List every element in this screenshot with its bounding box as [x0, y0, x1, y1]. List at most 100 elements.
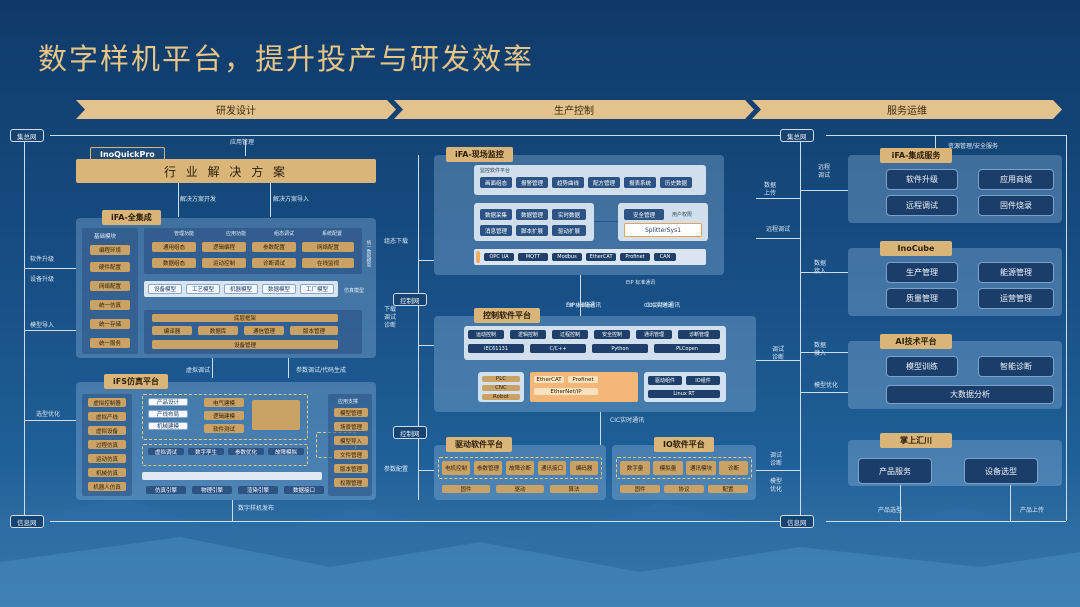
- mid-arrow-2: [418, 345, 434, 346]
- io-platform-tab: IO软件平台: [654, 437, 714, 452]
- monitor-bus-0: OPC UA: [484, 253, 514, 261]
- drive-platform-tab: 驱动软件平台: [446, 437, 512, 452]
- ifs-right-0: 模型管理: [334, 408, 368, 417]
- control-platform-panel: 控制软件平台 EIP 标准通讯 CIC实时通讯 运动控制 逻辑控制 过程控制 安…: [434, 303, 756, 412]
- ifa-left-item-0: 基础模块: [94, 234, 117, 240]
- ifa-bottom-2: 通信管理: [244, 326, 284, 335]
- ifa-bottom-3: 版本管理: [290, 326, 338, 335]
- control-row1-1: 逻辑控制: [510, 330, 546, 339]
- right-debug-diag: 调试 诊断: [772, 346, 785, 361]
- monitor-bus-2: Modbus: [552, 253, 582, 261]
- mid-eip: EIP 标准通讯: [566, 302, 602, 309]
- mid-arrow-1: [418, 260, 434, 261]
- right-model-opt-2: 模型 优化: [770, 478, 783, 493]
- inocube-energy-mgmt: 能源管理: [978, 262, 1054, 283]
- mid-config-download: 组态下载: [384, 238, 409, 245]
- ifa-monitor-tab: iFA-现场监控: [446, 147, 513, 162]
- monitor-row2b-1: 脚本扩展: [516, 225, 548, 236]
- ifs-right-header: 应用支撑: [338, 399, 359, 405]
- monitor-row2a-2: 实时数据: [552, 209, 586, 220]
- right-arrow-1: [756, 198, 800, 199]
- io-item-1: 模拟量: [653, 461, 683, 475]
- ifs-right-3: 文件管理: [334, 450, 368, 459]
- control-row2-2: Python: [592, 344, 648, 353]
- ifs-left-item-0: 虚拟控制器: [88, 398, 126, 407]
- control-lower-a-2: Robot: [482, 394, 520, 400]
- label-model-import: 模型导入: [30, 322, 55, 329]
- ifs-sim-dashed: [142, 444, 308, 466]
- ai-smart-diagnosis: 智能诊断: [978, 356, 1054, 377]
- ai-platform-panel: AI技术平台 模型训练 智能诊断 大数据分析: [848, 334, 1062, 409]
- ai-big-data-analysis: 大数据分析: [886, 385, 1054, 404]
- handheld-tab: 掌上汇川: [880, 433, 952, 448]
- right-arrow-9: [935, 135, 936, 149]
- label-selection-opt: 选型优化: [36, 411, 61, 418]
- ifa-left-item-2: 硬件配置: [90, 262, 130, 272]
- inocube-panel: InoCube 生产管理 能源管理 质量管理 运营管理: [848, 241, 1062, 316]
- monitor-row2a-1: 数据管理: [516, 209, 548, 220]
- control-lower-a-0: PLC: [482, 376, 520, 382]
- inocube-production-mgmt: 生产管理: [886, 262, 958, 283]
- right-remote-ops: 远程调试: [766, 226, 791, 233]
- drive-bottom-1: 驱动: [496, 485, 544, 493]
- ifa-top-b-3: 在线监视: [302, 258, 354, 268]
- right-vertical-line: [800, 140, 801, 516]
- ifs-bottom-bar: [142, 472, 322, 480]
- control-row2-0: IEC61131: [468, 344, 524, 353]
- ifs-left-item-4: 运动仿真: [88, 454, 126, 463]
- right-arrow-4: [756, 470, 800, 471]
- control-lower-a-1: CNC: [482, 385, 520, 391]
- ifs-right-5: 权限管理: [334, 478, 368, 487]
- label-solution-dev: 解决方案开发: [180, 196, 217, 203]
- io-platform-panel: IO软件平台 数字量 模拟量 通讯模块 诊断 固件 协议 配置: [612, 437, 756, 500]
- right-resource-mgmt: 资源管理/安全服务: [948, 143, 999, 150]
- inoquickpro-block: InoQuickPro 行 业 解 决 方 案: [76, 147, 376, 183]
- ifs-bottom-1: 物理引擎: [192, 486, 232, 494]
- ifa-top-a-1: 逻辑编程: [202, 242, 246, 252]
- ifa-top-b-1: 运动控制: [202, 258, 246, 268]
- ifs-mid-2: 参数优化: [228, 448, 264, 455]
- ifs-right-4: 版本管理: [334, 464, 368, 473]
- ifa-top-b-0: 数据组态: [152, 258, 196, 268]
- ifs-design-dashed: [142, 394, 308, 440]
- control-row2-3: PLCopen: [654, 344, 720, 353]
- ifa-left-item-4: 统一仿真: [90, 300, 130, 310]
- right-arrow-3: [756, 360, 800, 361]
- control-footer: Linux RT: [648, 390, 720, 398]
- drive-bottom-2: 算法: [550, 485, 598, 493]
- mid-param-config: 参数配置: [384, 466, 409, 473]
- ifa-services-remote-debug: 远程调试: [886, 195, 958, 216]
- bus-label-top-left: 集总网: [10, 129, 44, 142]
- inocube-tab: InoCube: [880, 241, 952, 256]
- drive-platform-panel: 驱动软件平台 电机控制 参数管理 故障诊断 通讯接口 编码器 固件 驱动 算法: [434, 437, 606, 500]
- bus-label-top-right: 集总网: [780, 129, 814, 142]
- page-title: 数字样机平台，提升投产与研发效率: [38, 42, 535, 76]
- inoquickpro-tab: InoQuickPro: [90, 147, 165, 162]
- ifs-center-0: 产品设计: [148, 398, 188, 406]
- ai-platform-tab: AI技术平台: [880, 334, 952, 349]
- monitor-row1-3: 配方管理: [588, 177, 620, 188]
- monitor-row1-1: 报警管理: [516, 177, 548, 188]
- control-row1-5: 诊断管理: [678, 330, 720, 339]
- ifa-left-item-5: 统一存储: [90, 319, 130, 329]
- control-row1-4: 通讯管理: [636, 330, 672, 339]
- monitor-bus-1: MQTT: [518, 253, 548, 261]
- ifs-center-5: 软件测试: [204, 424, 244, 433]
- ifa-services-panel: iFA-集成服务 软件升级 应用商城 远程调试 固件烧录: [848, 148, 1062, 223]
- drive-item-1: 参数管理: [474, 461, 502, 475]
- io-bottom-1: 协议: [664, 485, 704, 493]
- ifs-left-item-2: 虚拟设备: [88, 426, 126, 435]
- mid-download-debug: 下载 调试 诊断: [384, 306, 397, 329]
- ifa-services-software-upgrade: 软件升级: [886, 169, 958, 190]
- ifa-top-header-2: 组态调试: [274, 231, 295, 237]
- control-lower-b-0: EtherCAT: [534, 376, 564, 383]
- io-dashed: [616, 457, 752, 479]
- ifa-bottom-bar: 底层框架: [152, 314, 338, 322]
- label-prototype-release: 数字样机发布: [238, 505, 275, 512]
- arrow-solution-dev: [178, 182, 179, 217]
- monitor-row2a-0: 数据采集: [480, 209, 512, 220]
- ifa-services-firmware-flash: 固件烧录: [978, 195, 1054, 216]
- ifa-monitor-panel: iFA-现场监控 监控软件平台 画面组态 报警管理 趋势曲线 配方管理 报表系统…: [434, 147, 724, 286]
- right-model-opt: 模型优化: [814, 382, 839, 389]
- mid-cic-2: CIC实时通讯: [610, 417, 645, 424]
